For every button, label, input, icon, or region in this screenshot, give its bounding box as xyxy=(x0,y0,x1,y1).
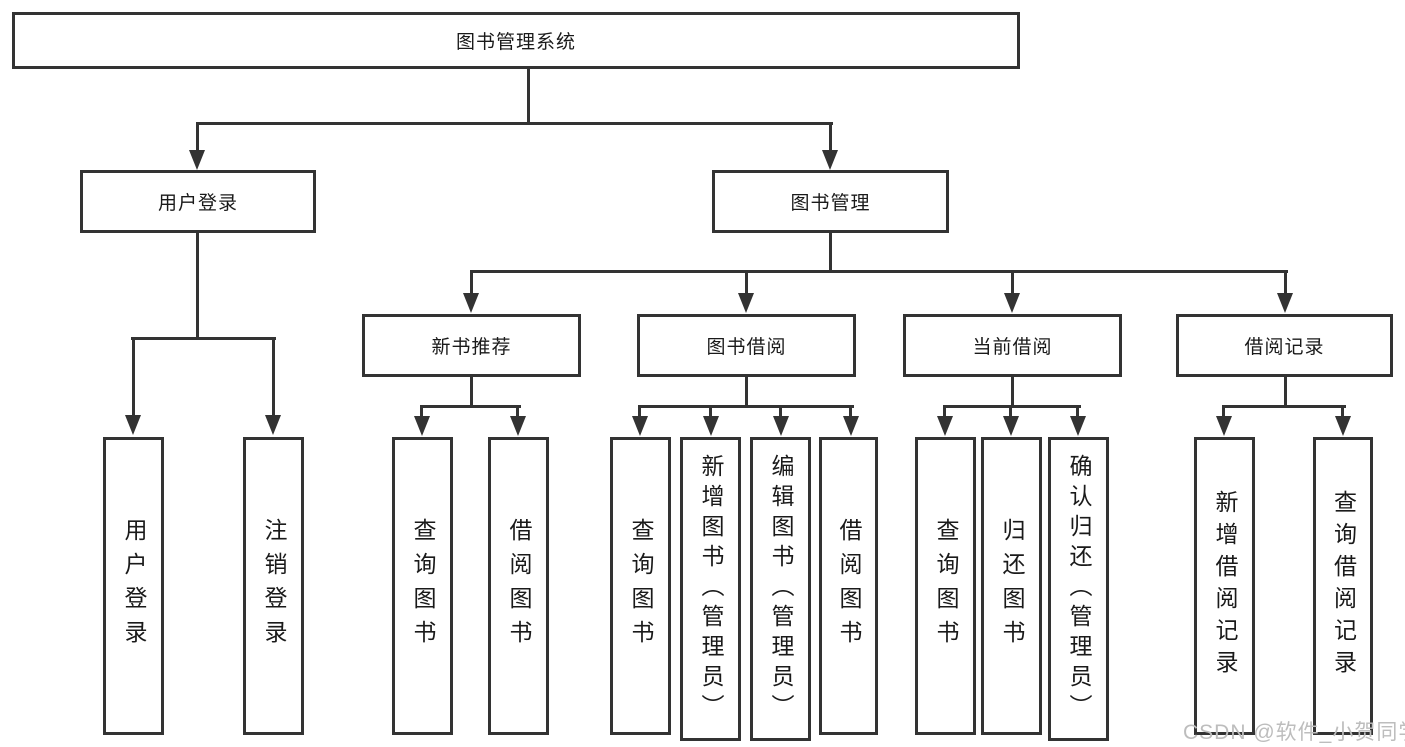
leaf-label: 归还图书 xyxy=(999,518,1025,654)
connector-book-mgmt-drop xyxy=(829,232,832,273)
arrowhead-down-icon xyxy=(1216,416,1232,436)
leaf-query-books: 查询图书 xyxy=(915,437,976,735)
arrowhead-down-icon xyxy=(1335,416,1351,436)
connector-section-hline xyxy=(1222,405,1346,408)
node-book-management: 图书管理 xyxy=(712,170,949,233)
connector-section-hline xyxy=(420,405,521,408)
connector-section-drop xyxy=(1284,377,1287,408)
leaf-label: 新增图书（管理员） xyxy=(698,454,724,724)
node-label: 借阅记录 xyxy=(1244,337,1325,358)
connector-section-drop xyxy=(1011,377,1014,408)
connector-arrow-shaft xyxy=(943,405,946,419)
connector-level3-hline xyxy=(470,270,1288,273)
leaf-label: 注销登录 xyxy=(261,518,287,654)
connector-section-hline xyxy=(638,405,854,408)
connector-arrow-shaft xyxy=(829,122,832,152)
connector-arrow-shaft xyxy=(1011,270,1014,295)
connector-arrow-shaft xyxy=(1284,270,1287,295)
connector-arrow-shaft xyxy=(516,405,519,419)
leaf-label: 查询图书 xyxy=(933,518,959,654)
arrowhead-down-icon xyxy=(414,416,430,436)
arrowhead-down-icon xyxy=(1003,416,1019,436)
connector-user-login-hline xyxy=(131,337,276,340)
node-label: 图书管理 xyxy=(790,193,871,214)
leaf-edit-book-admin: 编辑图书（管理员） xyxy=(750,437,811,741)
node-label: 图书管理系统 xyxy=(455,32,576,53)
leaf-borrow-books: 借阅图书 xyxy=(488,437,549,735)
connector-root-drop xyxy=(527,69,530,125)
connector-arrow-shaft xyxy=(132,337,135,417)
leaf-label: 查询借阅记录 xyxy=(1330,490,1357,682)
arrowhead-down-icon xyxy=(843,416,859,436)
connector-arrow-shaft xyxy=(1076,405,1079,419)
connector-arrow-shaft xyxy=(638,405,641,419)
node-new-book-recommend: 新书推荐 xyxy=(362,314,581,377)
leaf-label: 查询图书 xyxy=(410,518,436,654)
connector-arrow-shaft xyxy=(745,270,748,295)
connector-arrow-shaft xyxy=(1222,405,1225,419)
arrowhead-down-icon xyxy=(738,293,754,313)
node-user-login: 用户登录 xyxy=(80,170,316,233)
node-label: 当前借阅 xyxy=(972,337,1053,358)
connector-arrow-shaft xyxy=(709,405,712,419)
arrowhead-down-icon xyxy=(773,416,789,436)
connector-section-hline xyxy=(943,405,1081,408)
connector-arrow-shaft xyxy=(1009,405,1012,419)
leaf-label: 借阅图书 xyxy=(506,518,532,654)
connector-arrow-shaft xyxy=(779,405,782,419)
arrowhead-down-icon xyxy=(189,150,205,170)
leaf-label: 新增借阅记录 xyxy=(1212,490,1238,682)
leaf-user-login: 用户登录 xyxy=(103,437,164,735)
leaf-query-borrow-record: 查询借阅记录 xyxy=(1313,437,1373,735)
arrowhead-down-icon xyxy=(632,416,648,436)
arrowhead-down-icon xyxy=(265,415,281,435)
connector-arrow-shaft xyxy=(196,122,199,152)
node-current-borrow: 当前借阅 xyxy=(903,314,1122,377)
leaf-borrow-books: 借阅图书 xyxy=(819,437,878,735)
leaf-query-books: 查询图书 xyxy=(392,437,453,735)
leaf-label: 查询图书 xyxy=(628,518,654,654)
connector-arrow-shaft xyxy=(470,270,473,295)
connector-section-drop xyxy=(745,377,748,408)
arrowhead-down-icon xyxy=(1004,293,1020,313)
arrowhead-down-icon xyxy=(703,416,719,436)
arrowhead-down-icon xyxy=(463,293,479,313)
node-root-library-system: 图书管理系统 xyxy=(12,12,1020,69)
connector-arrow-shaft xyxy=(1341,405,1344,419)
node-label: 图书借阅 xyxy=(706,337,787,358)
connector-section-drop xyxy=(470,377,473,408)
connector-arrow-shaft xyxy=(849,405,852,419)
node-borrow-records: 借阅记录 xyxy=(1176,314,1393,377)
leaf-query-books: 查询图书 xyxy=(610,437,671,735)
leaf-add-borrow-record: 新增借阅记录 xyxy=(1194,437,1255,735)
arrowhead-down-icon xyxy=(822,150,838,170)
node-book-borrow: 图书借阅 xyxy=(637,314,856,377)
leaf-confirm-return-admin: 确认归还（管理员） xyxy=(1048,437,1109,741)
arrowhead-down-icon xyxy=(1070,416,1086,436)
leaf-label: 借阅图书 xyxy=(836,518,862,654)
node-label: 新书推荐 xyxy=(431,337,512,358)
node-label: 用户登录 xyxy=(157,193,238,214)
arrowhead-down-icon xyxy=(510,416,526,436)
connector-user-login-drop xyxy=(196,232,199,340)
connector-arrow-shaft xyxy=(272,337,275,417)
leaf-label: 编辑图书（管理员） xyxy=(768,454,794,724)
arrowhead-down-icon xyxy=(125,415,141,435)
csdn-watermark: CSDN @软件_小贺同学 xyxy=(1183,721,1405,744)
leaf-label: 确认归还（管理员） xyxy=(1066,454,1092,724)
leaf-label: 用户登录 xyxy=(121,518,147,654)
leaf-add-book-admin: 新增图书（管理员） xyxy=(680,437,741,741)
leaf-logout: 注销登录 xyxy=(243,437,304,735)
connector-level2-hline xyxy=(196,122,833,125)
arrowhead-down-icon xyxy=(1277,293,1293,313)
leaf-return-books: 归还图书 xyxy=(981,437,1042,735)
connector-arrow-shaft xyxy=(420,405,423,419)
arrowhead-down-icon xyxy=(937,416,953,436)
